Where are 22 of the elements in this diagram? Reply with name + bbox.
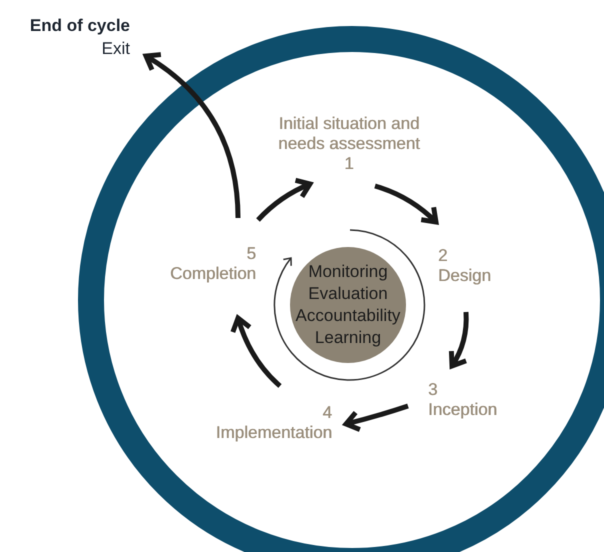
center-text: Monitoring [308,261,388,283]
arrow [344,404,409,432]
arrow [256,178,312,222]
node-text: 1 [344,154,354,174]
center-text: Accountability [296,305,400,327]
node-text: End of cycle [30,15,130,37]
center-text: Evaluation [308,283,388,305]
center-text: Learning [314,327,382,349]
node-text: 2 [438,246,448,266]
arrow [448,312,469,368]
node-text: 5 [246,244,256,264]
node-text: Initial situation and needs assessment [277,114,421,154]
node-text: Design [438,266,491,286]
arrow [374,184,438,224]
node-text: 3 [428,380,438,400]
node-text: 4 [322,403,332,423]
arrow [144,52,240,218]
arrow [230,316,282,388]
node-text: Implementation [216,423,332,443]
node-text: Completion [170,264,256,284]
node-text: Exit [102,38,130,60]
node-text: Inception [428,400,497,420]
